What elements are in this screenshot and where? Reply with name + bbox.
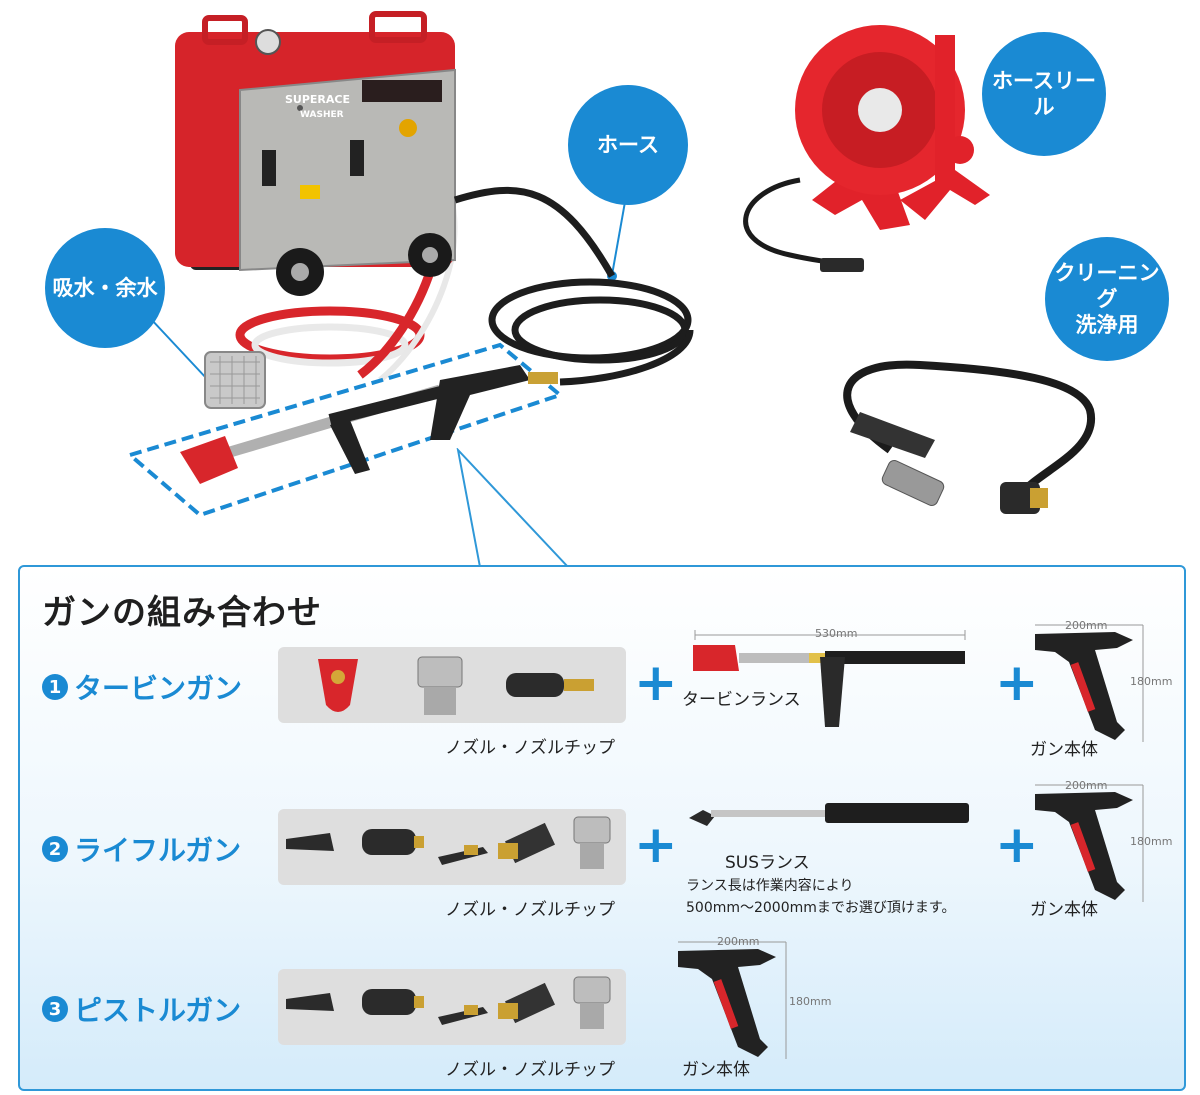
plus-sign: + — [634, 815, 678, 875]
gun-selection-outline — [125, 342, 565, 518]
cleaning-callout-label: クリーニング 洗浄用 — [1054, 260, 1160, 338]
sus-lance-icon — [689, 803, 969, 826]
nozzle-tray — [278, 809, 626, 885]
row-rifle-gun: 2 ライフルガン — [42, 829, 241, 869]
plus-sign: + — [995, 815, 1039, 875]
intake-callout: 吸水・余水 — [45, 228, 165, 348]
panel-pointer — [456, 448, 571, 569]
gun-combination-panel: ガンの組み合わせ 1 タービンガン ノズル・ノズルチップ + 530mm タービ… — [18, 565, 1186, 1091]
gun-body-label: ガン本体 — [682, 1060, 750, 1080]
gun-height-dimension: 180mm — [1130, 675, 1173, 688]
row-number: 2 — [42, 836, 68, 862]
gun-body-icon — [678, 941, 787, 1059]
lance-length-dimension: 530mm — [815, 627, 858, 640]
nozzle-set-icons — [286, 816, 611, 869]
cleaning-callout: クリーニング 洗浄用 — [1045, 237, 1169, 361]
nozzle-caption: ノズル・ノズルチップ — [445, 1060, 615, 1080]
lance-note-line1: ランス長は作業内容により — [686, 878, 854, 894]
plus-sign: + — [634, 653, 678, 713]
row-title: ピストルガン — [74, 994, 242, 1027]
gun-height-dimension: 180mm — [1130, 835, 1173, 848]
lance-note-line2: 500mm～2000mmまでお選び頂けます。 — [686, 900, 956, 916]
gun-width-dimension: 200mm — [1065, 619, 1108, 632]
gun-body-icon — [1035, 784, 1144, 902]
gun-height-dimension: 180mm — [789, 995, 832, 1008]
hose-callout: ホース — [568, 85, 688, 205]
row-title: ライフルガン — [74, 834, 242, 867]
turbine-gun — [180, 365, 558, 484]
panel-title: ガンの組み合わせ — [42, 593, 322, 633]
plus-sign: + — [995, 653, 1039, 713]
nozzle-set-icons — [286, 976, 611, 1029]
gun-width-dimension: 200mm — [1065, 779, 1108, 792]
gun-body-label: ガン本体 — [1030, 740, 1098, 760]
high-pressure-hose — [453, 186, 694, 386]
row-title: タービンガン — [74, 672, 243, 705]
cleaning-hose — [843, 360, 1096, 514]
hose-callout-label: ホース — [597, 132, 659, 157]
nozzle-set-icons — [318, 656, 594, 715]
hose-reel-callout-label: ホースリール — [992, 68, 1096, 119]
nozzle-caption: ノズル・ノズルチップ — [445, 738, 615, 758]
intake-callout-line — [149, 317, 209, 381]
brand-line1: SUPERACE — [285, 93, 350, 106]
nozzle-tray — [278, 969, 626, 1045]
nozzle-tray — [278, 647, 626, 723]
hose-reel — [743, 25, 990, 272]
gun-body-icon — [1035, 624, 1144, 742]
nozzle-caption: ノズル・ノズルチップ — [445, 900, 615, 920]
row-turbine-gun: 1 タービンガン — [42, 667, 242, 707]
row-number: 3 — [42, 996, 68, 1022]
row-pistol-gun: 3 ピストルガン — [42, 989, 241, 1029]
gun-body-label: ガン本体 — [1030, 900, 1098, 920]
hose-reel-callout: ホースリール — [982, 32, 1106, 156]
lance-label: タービンランス — [682, 690, 801, 710]
product-illustration: SUPERACE WASHER — [125, 11, 1096, 518]
lance-label: SUSランス — [725, 853, 810, 873]
intake-callout-label: 吸水・余水 — [52, 275, 158, 300]
pressure-washer-machine — [175, 11, 456, 296]
gun-width-dimension: 200mm — [717, 935, 760, 948]
strainer-icon — [204, 351, 266, 409]
turbine-lance-icon — [693, 630, 966, 727]
row-number: 1 — [42, 674, 68, 700]
brand-line2: WASHER — [300, 110, 344, 120]
